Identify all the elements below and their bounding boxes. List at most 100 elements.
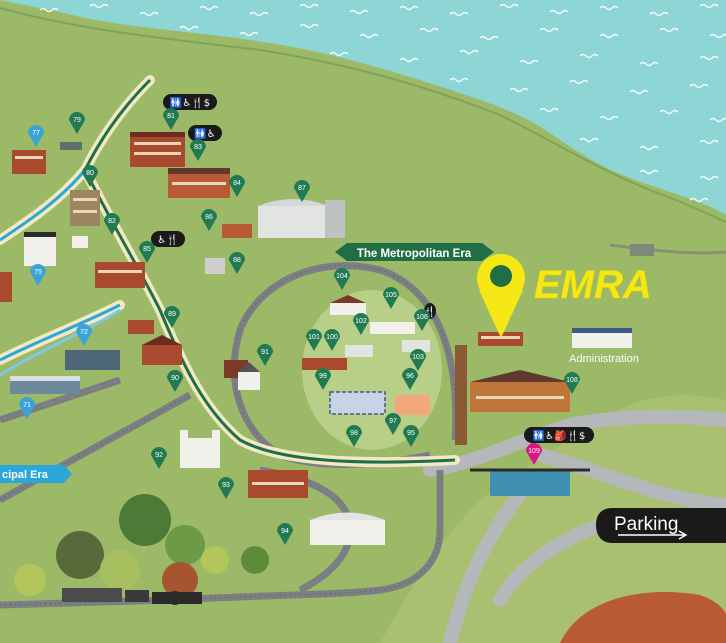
pin-80[interactable]: 80 xyxy=(82,165,98,187)
pin-89[interactable]: 89 xyxy=(164,306,180,328)
pin-98[interactable]: 98 xyxy=(346,425,362,447)
pin-marker-icon xyxy=(414,309,430,331)
pin-97[interactable]: 97 xyxy=(385,413,401,435)
emra-marker[interactable]: EMRA xyxy=(477,254,652,338)
pin-109[interactable]: 109 xyxy=(526,443,542,465)
pin-marker-icon xyxy=(306,329,322,351)
pin-marker-icon xyxy=(201,209,217,231)
building-109 xyxy=(470,468,590,496)
pin-106[interactable]: 106 xyxy=(414,309,430,331)
pin-marker-icon xyxy=(167,370,183,392)
building-left-edge xyxy=(0,272,12,302)
building-small-1 xyxy=(72,236,88,248)
pin-marker-icon xyxy=(324,329,340,351)
pin-number: 86 xyxy=(205,214,213,221)
pin-marker-icon xyxy=(163,108,179,130)
building-91 xyxy=(224,360,260,390)
pin-87[interactable]: 87 xyxy=(294,180,310,202)
pin-102[interactable]: 102 xyxy=(353,313,369,335)
amenity-badges: 🚻♿🍴$🚻♿♿🍴🚻♿🎒🍴$🍴 xyxy=(151,94,594,443)
pin-99[interactable]: 99 xyxy=(315,368,331,390)
building-89 xyxy=(128,320,154,334)
pin-marker-icon xyxy=(402,368,418,390)
pin-75[interactable]: 75 xyxy=(30,264,46,286)
pin-number: 82 xyxy=(108,218,116,225)
pin-105[interactable]: 105 xyxy=(383,287,399,309)
emra-label: EMRA xyxy=(534,263,652,307)
pin-marker-icon xyxy=(30,264,46,286)
pin-91[interactable]: 91 xyxy=(257,344,273,366)
pin-number: 102 xyxy=(355,318,367,325)
shoreline-trail xyxy=(0,7,726,223)
shoreline-trail-2 xyxy=(609,243,726,255)
pin-77[interactable]: 77 xyxy=(28,125,44,147)
pin-82[interactable]: 82 xyxy=(104,213,120,235)
pin-88[interactable]: 88 xyxy=(229,252,245,274)
amenity-badge-85: ♿🍴 xyxy=(151,231,185,247)
pin-101[interactable]: 101 xyxy=(306,329,322,351)
pin-100[interactable]: 100 xyxy=(324,329,340,351)
platform xyxy=(455,345,467,445)
pin-90[interactable]: 90 xyxy=(167,370,183,392)
amenity-badge-83: 🚻♿ xyxy=(188,125,222,141)
building-101 xyxy=(302,358,347,370)
pin-number: 108 xyxy=(566,377,578,384)
pin-86[interactable]: 86 xyxy=(201,209,217,231)
pin-number: 79 xyxy=(73,117,81,124)
pin-108[interactable]: 108 xyxy=(564,372,580,394)
building-87 xyxy=(258,199,345,238)
pin-number: 85 xyxy=(143,246,151,253)
pin-79[interactable]: 79 xyxy=(69,112,85,134)
pin-marker-icon xyxy=(346,425,362,447)
building-79 xyxy=(60,142,82,150)
pin-number: 89 xyxy=(168,311,176,318)
pin-85[interactable]: 85 xyxy=(139,241,155,263)
amenity-badge-109: 🚻♿🎒🍴$ xyxy=(524,427,594,443)
pin-number: 100 xyxy=(326,334,338,341)
building-77 xyxy=(12,150,46,174)
pin-71[interactable]: 71 xyxy=(19,397,35,419)
parking-arrow-icon xyxy=(618,530,688,540)
pin-number: 109 xyxy=(528,448,540,455)
municipal-era-ribbon: cipal Era xyxy=(0,465,72,483)
pin-83[interactable]: 83 xyxy=(190,139,206,161)
pin-number: 81 xyxy=(167,113,175,120)
building-98 xyxy=(329,391,386,415)
pin-81[interactable]: 81 xyxy=(163,108,179,130)
pin-number: 80 xyxy=(86,170,94,177)
parking-button[interactable]: Parking xyxy=(596,508,726,543)
pin-84[interactable]: 84 xyxy=(229,175,245,197)
building-92 xyxy=(180,430,220,468)
pin-96[interactable]: 96 xyxy=(402,368,418,390)
pin-104[interactable]: 104 xyxy=(334,268,350,290)
pin-94[interactable]: 94 xyxy=(277,523,293,545)
location-pins: 77 79 81 83 84 80 82 85 86 87 88 75 72 71 89 90 91 92 93 94… xyxy=(19,108,580,545)
pin-number: 83 xyxy=(194,144,202,151)
trees xyxy=(14,494,269,598)
pin-marker-icon xyxy=(294,180,310,202)
building-95 xyxy=(395,395,430,415)
metropolitan-era-ribbon: The Metropolitan Era xyxy=(335,243,494,261)
pin-marker-icon xyxy=(526,443,542,465)
pin-72[interactable]: 72 xyxy=(76,324,92,346)
pin-103[interactable]: 103 xyxy=(410,349,426,371)
municipal-era-label: cipal Era xyxy=(2,469,49,481)
pin-92[interactable]: 92 xyxy=(151,447,167,469)
pin-95[interactable]: 95 xyxy=(403,425,419,447)
pin-marker-icon xyxy=(19,397,35,419)
building-84 xyxy=(168,168,230,198)
pin-number: 92 xyxy=(155,452,163,459)
building-85 xyxy=(95,262,145,288)
pin-marker-icon xyxy=(104,213,120,235)
pin-marker-icon xyxy=(315,368,331,390)
pin-number: 106 xyxy=(416,314,428,321)
pin-marker-icon xyxy=(190,139,206,161)
administration-label: Administration xyxy=(569,353,639,365)
pin-marker-icon xyxy=(277,523,293,545)
building-shore xyxy=(630,244,654,256)
pin-number: 105 xyxy=(385,292,397,299)
pin-number: 97 xyxy=(389,418,397,425)
pin-number: 98 xyxy=(350,430,358,437)
building-103 xyxy=(402,340,430,352)
pin-93[interactable]: 93 xyxy=(218,477,234,499)
